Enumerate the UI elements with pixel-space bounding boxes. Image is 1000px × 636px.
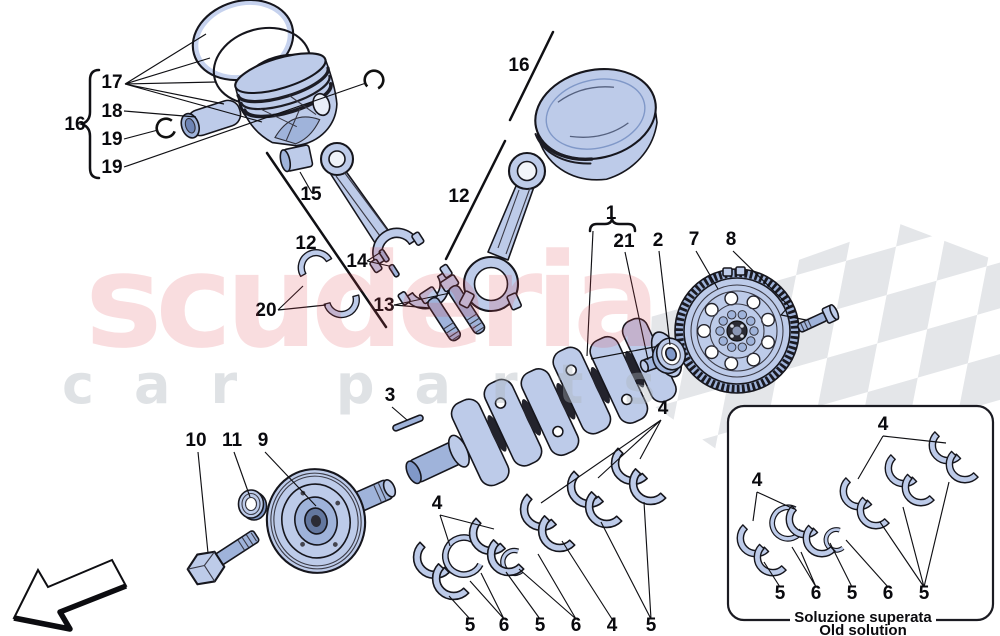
old-solution-inset: Soluzione superata Old solution — [726, 404, 995, 636]
cap-screws — [378, 248, 400, 278]
callout-13: 13 — [373, 295, 394, 316]
watermark-brand-text: scuderia — [85, 225, 654, 377]
callout-20: 20 — [255, 300, 276, 321]
small-end-bushing — [279, 144, 314, 173]
flywheel-spring-holes — [715, 310, 759, 352]
callout-11: 11 — [222, 430, 243, 451]
callout-4: 4 — [658, 398, 669, 419]
callout-17: 17 — [101, 72, 122, 93]
callout-6: 6 — [811, 583, 822, 604]
flywheel-holes — [697, 291, 776, 371]
leader-lines — [78, 30, 950, 620]
woodruff-key — [392, 414, 424, 432]
pilot-bearing — [651, 337, 687, 375]
inset-caption-italian: Soluzione superata — [794, 609, 932, 626]
callout-21: 21 — [613, 231, 635, 252]
callout-4: 4 — [607, 615, 618, 636]
callout-4: 4 — [878, 414, 889, 435]
callout-5: 5 — [465, 615, 476, 636]
callout-18: 18 — [101, 101, 122, 122]
conrod-right — [458, 151, 547, 313]
callout-4: 4 — [752, 470, 763, 491]
flywheel-bolt — [797, 304, 840, 333]
callout-12: 12 — [295, 233, 316, 254]
conrod-left — [319, 141, 425, 274]
callout-7: 7 — [689, 229, 700, 250]
pilot-bushing — [639, 355, 659, 373]
callout-5: 5 — [919, 583, 930, 604]
watermark-subtitle-text: car parts — [62, 353, 696, 416]
callout-6: 6 — [571, 615, 582, 636]
callout-2: 2 — [653, 230, 664, 251]
callout-5: 5 — [535, 615, 546, 636]
conrod-bolt-2 — [439, 274, 486, 335]
callout-19: 19 — [101, 129, 122, 150]
callout-9: 9 — [258, 430, 269, 451]
conrod-bolt-1 — [418, 286, 462, 342]
callout-5: 5 — [847, 583, 858, 604]
callout-10: 10 — [185, 430, 206, 451]
watermark: scuderia car parts — [62, 225, 696, 416]
pulley-washer — [237, 489, 268, 521]
callout-14: 14 — [346, 251, 368, 272]
circlip-right — [362, 67, 387, 91]
damper-pulley — [265, 468, 367, 574]
callout-16: 16 — [64, 114, 85, 135]
callout-4: 4 — [432, 493, 443, 514]
circlip-left — [153, 115, 177, 141]
pulley-bolt — [186, 530, 260, 586]
callout-16: 16 — [508, 55, 529, 76]
direction-arrow — [12, 558, 128, 632]
inset-caption-english: Old solution — [819, 622, 907, 636]
callout-6: 6 — [499, 615, 510, 636]
callout-5: 5 — [646, 615, 657, 636]
callout-8: 8 — [726, 229, 737, 250]
callout-5: 5 — [775, 583, 786, 604]
callout-12: 12 — [448, 186, 469, 207]
callout-6: 6 — [883, 583, 894, 604]
wrist-pin — [180, 99, 242, 139]
piston-right — [534, 67, 658, 181]
callout-15: 15 — [300, 184, 322, 205]
callout-19: 19 — [101, 157, 122, 178]
flywheel — [674, 266, 800, 394]
callout-1: 1 — [606, 203, 617, 224]
piston-left — [234, 52, 338, 147]
callout-3: 3 — [385, 385, 396, 406]
